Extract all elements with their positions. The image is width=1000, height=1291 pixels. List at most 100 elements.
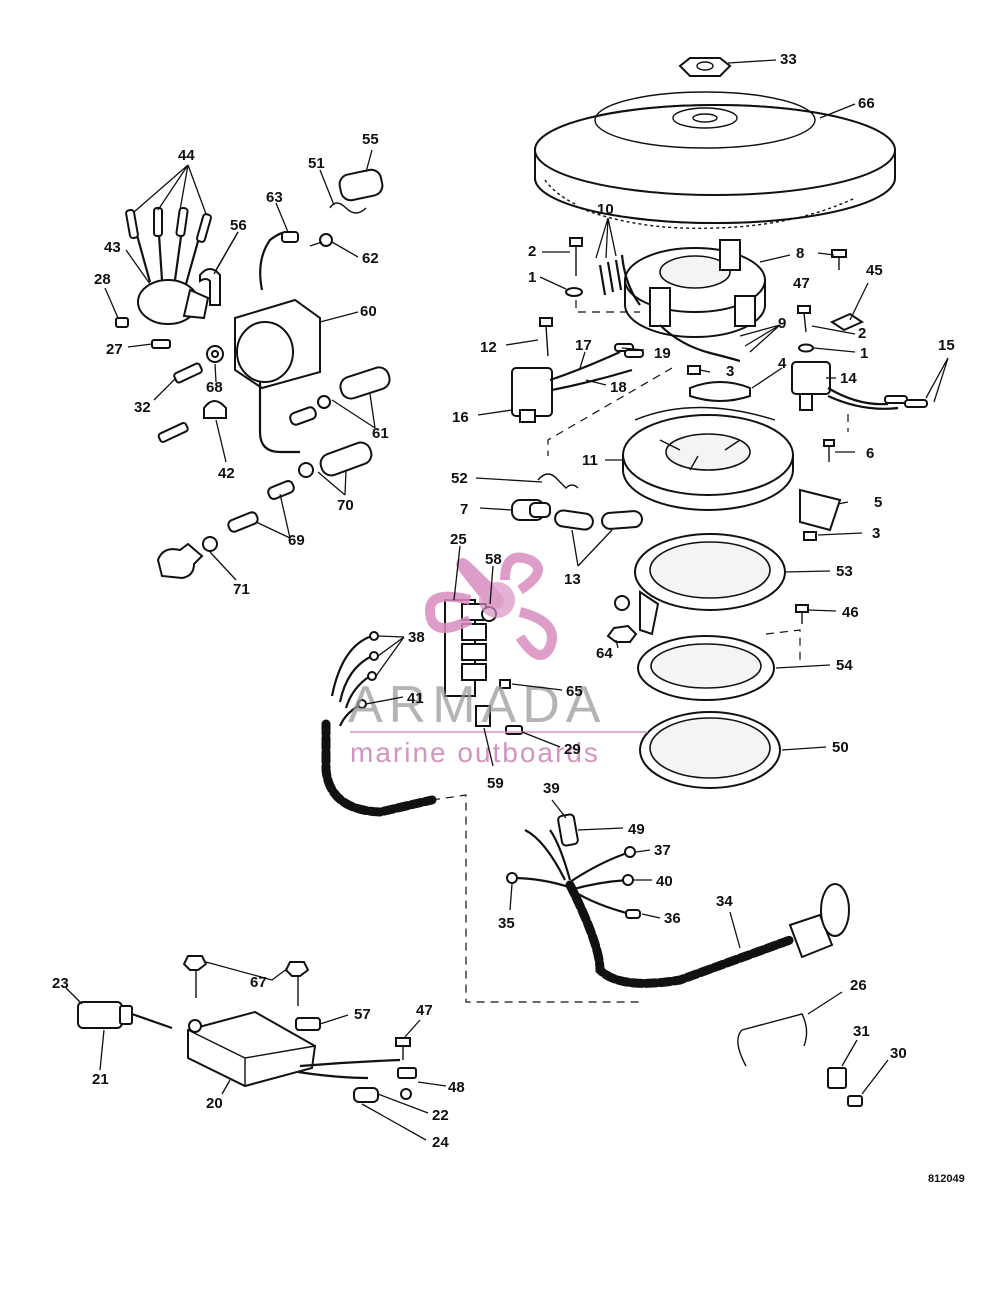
callout-61: 61 — [372, 425, 389, 442]
logo-tagline-text: marine outboards — [350, 737, 600, 768]
screw-part-3-bottom — [803, 531, 817, 541]
callout-67: 67 — [250, 974, 267, 991]
logo-brand-text: ARMADA — [348, 676, 606, 734]
alignment-dashes-upper — [547, 300, 849, 664]
clamp-part-42 — [203, 400, 227, 419]
flywheel-nut-part-33 — [678, 57, 732, 77]
callout-60: 60 — [360, 303, 377, 320]
callout-20: 20 — [206, 1095, 223, 1112]
screw-part-28 — [115, 317, 129, 328]
callout-47b: 47 — [416, 1002, 433, 1019]
callout-22: 22 — [432, 1107, 449, 1124]
callout-33: 33 — [780, 51, 797, 68]
connector-part-21 — [77, 1001, 173, 1030]
callout-54: 54 — [836, 657, 853, 674]
callout-4: 4 — [778, 355, 787, 372]
callout-23: 23 — [52, 975, 69, 992]
callout-68: 68 — [206, 379, 223, 396]
callout-6: 6 — [866, 445, 874, 462]
callout-1b: 1 — [860, 345, 868, 362]
callout-5: 5 — [874, 494, 882, 511]
washer-part-1-right — [798, 343, 814, 353]
callout-71: 71 — [233, 581, 250, 598]
callout-17: 17 — [575, 337, 592, 354]
boot-part-55 — [338, 168, 384, 202]
callout-52: 52 — [451, 470, 468, 487]
terminal-part-62 — [309, 233, 333, 247]
callout-47a: 47 — [793, 275, 810, 292]
callout-10: 10 — [597, 201, 614, 218]
connector-part-7 — [511, 499, 551, 521]
callout-2a: 2 — [528, 243, 536, 260]
power-pack-part-20 — [187, 1010, 401, 1088]
callout-26: 26 — [850, 977, 867, 994]
retainer-spring-part-26 — [737, 1013, 808, 1067]
callout-13: 13 — [564, 571, 581, 588]
callout-40: 40 — [656, 873, 673, 890]
callout-25: 25 — [450, 531, 467, 548]
callout-7: 7 — [460, 501, 468, 518]
clip-part-31 — [827, 1067, 847, 1089]
leader-lines — [65, 59, 949, 1141]
callout-24: 24 — [432, 1134, 449, 1151]
terminal-block-part-25 — [444, 599, 487, 697]
callout-56: 56 — [230, 217, 247, 234]
screw-part-65 — [499, 679, 511, 689]
flywheel-part-66 — [534, 91, 896, 230]
callout-15: 15 — [938, 337, 955, 354]
wire-harness-left — [321, 631, 437, 817]
charge-coil-part-14 — [791, 361, 928, 411]
screw-part-46 — [795, 604, 809, 624]
callout-37: 37 — [654, 842, 671, 859]
retainer-ring-part-54 — [637, 635, 775, 701]
screw-part-2-left — [569, 237, 583, 276]
drawing-number: 812049 — [928, 1173, 965, 1185]
callout-50: 50 — [832, 739, 849, 756]
screw-part-3-top — [687, 365, 701, 375]
screw-part-30 — [847, 1095, 863, 1107]
clamp-part-56 — [199, 268, 221, 306]
sleeves-part-13 — [554, 509, 643, 531]
callout-12: 12 — [480, 339, 497, 356]
sleeve-part-69 — [227, 480, 295, 533]
callout-53: 53 — [836, 563, 853, 580]
callout-48: 48 — [448, 1079, 465, 1096]
callout-14: 14 — [840, 370, 857, 387]
callout-labels: 33 66 10 2 1 8 47 45 2 1 9 12 17 19 18 3… — [52, 51, 955, 1151]
callout-59: 59 — [487, 775, 504, 792]
callout-21: 21 — [92, 1071, 109, 1088]
callout-36: 36 — [664, 910, 681, 927]
callout-41: 41 — [407, 690, 424, 707]
bracket-part-59 — [475, 705, 491, 727]
callout-70: 70 — [337, 497, 354, 514]
callout-57: 57 — [354, 1006, 371, 1023]
armature-plate-part-4 — [689, 381, 751, 402]
callout-64: 64 — [596, 645, 613, 662]
callout-29: 29 — [564, 741, 581, 758]
callout-32: 32 — [134, 399, 151, 416]
callout-39: 39 — [543, 780, 560, 797]
callout-51: 51 — [308, 155, 325, 172]
callout-65: 65 — [566, 683, 583, 700]
clip-part-45 — [829, 312, 865, 332]
callout-3a: 3 — [726, 363, 734, 380]
callout-55: 55 — [362, 131, 379, 148]
screw-part-32 — [157, 362, 203, 443]
boot-part-70 — [298, 441, 373, 478]
stator-leads-part-10 — [598, 259, 623, 296]
callout-18: 18 — [610, 379, 627, 396]
ground-strap-part-48 — [397, 1067, 417, 1100]
callout-9: 9 — [778, 315, 786, 332]
callout-31: 31 — [853, 1023, 870, 1040]
timer-base-part-11 — [622, 406, 794, 511]
callout-27: 27 — [106, 341, 123, 358]
screw-part-6 — [823, 439, 835, 462]
callout-42: 42 — [218, 465, 235, 482]
boot-part-71 — [156, 536, 218, 580]
callout-38: 38 — [408, 629, 425, 646]
callout-63: 63 — [266, 189, 283, 206]
wire-harness-part-34 — [506, 813, 850, 988]
clamp-part-57 — [295, 1017, 321, 1031]
spring-clip-part-52 — [537, 473, 579, 489]
washer-part-68 — [206, 345, 224, 363]
